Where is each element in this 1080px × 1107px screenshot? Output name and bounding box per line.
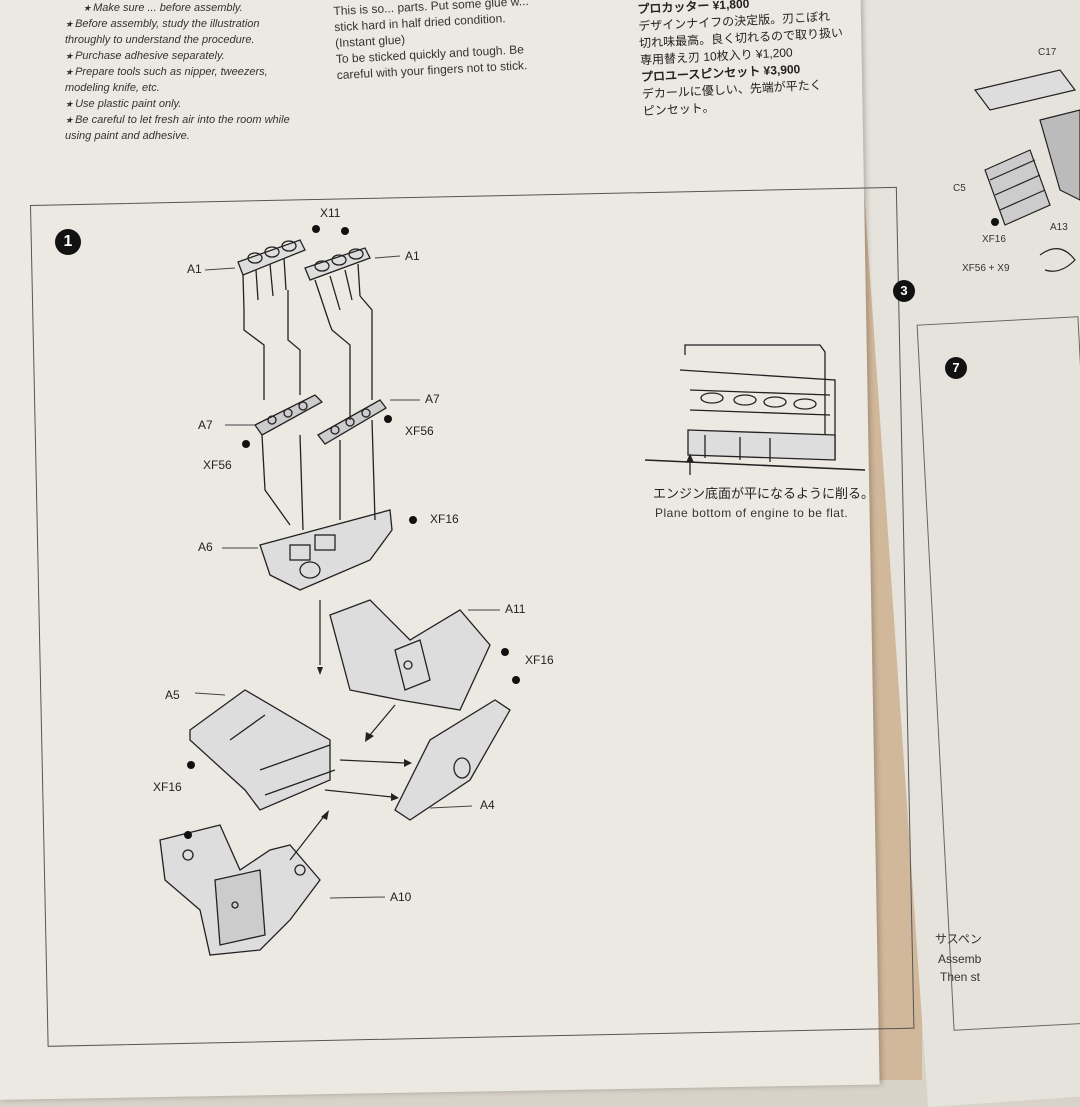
- label-a7-right: A7: [425, 392, 440, 406]
- precautions-list: Make sure ... before assembly. Before as…: [65, 0, 305, 144]
- precaution-item: Prepare tools such as nipper, tweezers, …: [65, 64, 305, 96]
- paint-drops: [184, 225, 520, 839]
- precaution-item: Purchase adhesive separately.: [65, 48, 305, 64]
- block-a4: [394, 699, 511, 821]
- precaution-item: Use plastic paint only.: [65, 96, 305, 112]
- engine-base-a6: [259, 509, 393, 591]
- label-a1-left: A1: [187, 262, 202, 276]
- label-a4: A4: [480, 798, 495, 812]
- label-a1-right: A1: [405, 249, 420, 263]
- label-a6: A6: [198, 540, 213, 554]
- label-xf56-x9: XF56 + X9: [962, 263, 1010, 274]
- label-c5: C5: [953, 183, 966, 194]
- label-a7-left: A7: [198, 418, 213, 432]
- label-susp: サスペン: [935, 932, 982, 946]
- precaution-item: Be careful to let fresh air into the roo…: [65, 112, 305, 144]
- label-xf16-left: XF16: [153, 780, 182, 794]
- label-a5: A5: [165, 688, 180, 702]
- step-3-badge: 3: [893, 280, 915, 302]
- precaution-item: Before assembly, study the illustration …: [65, 16, 305, 48]
- crankcase-a10: [159, 824, 321, 956]
- label-xf16-right: XF16: [982, 234, 1006, 245]
- block-a5: [189, 689, 336, 811]
- manifold-a7-left: [254, 394, 324, 436]
- intake-a1-right: [304, 247, 371, 326]
- label-a11: A11: [505, 602, 526, 616]
- engine-note-en: Plane bottom of engine to be flat.: [655, 506, 849, 520]
- step-7-badge: 7: [945, 357, 967, 379]
- step-number-badge: 1: [55, 229, 81, 255]
- label-xf16-top: XF16: [430, 512, 459, 526]
- engine-note-jp: エンジン底面が平になるように削る。: [653, 486, 875, 501]
- label-xf56-right: XF56: [405, 424, 434, 438]
- engine-profile-view: [644, 344, 866, 475]
- precaution-item: Make sure ... before assembly.: [83, 0, 305, 16]
- label-a13: A13: [1050, 222, 1068, 233]
- right-page-diagram: [973, 69, 1080, 272]
- manifold-a7-right: [317, 399, 387, 445]
- cylinder-head-a11: [329, 599, 491, 711]
- label-xf56-left: XF56: [203, 458, 232, 472]
- intake-a1-left: [237, 239, 306, 311]
- engine-assembly-diagram: [159, 225, 866, 956]
- label-x11: X11: [320, 206, 341, 220]
- label-assem: Assemb: [938, 952, 982, 966]
- label-c17: C17: [1038, 47, 1057, 58]
- label-xf16-mid: XF16: [525, 653, 554, 667]
- label-a10: A10: [390, 890, 412, 904]
- label-then: Then st: [940, 970, 981, 984]
